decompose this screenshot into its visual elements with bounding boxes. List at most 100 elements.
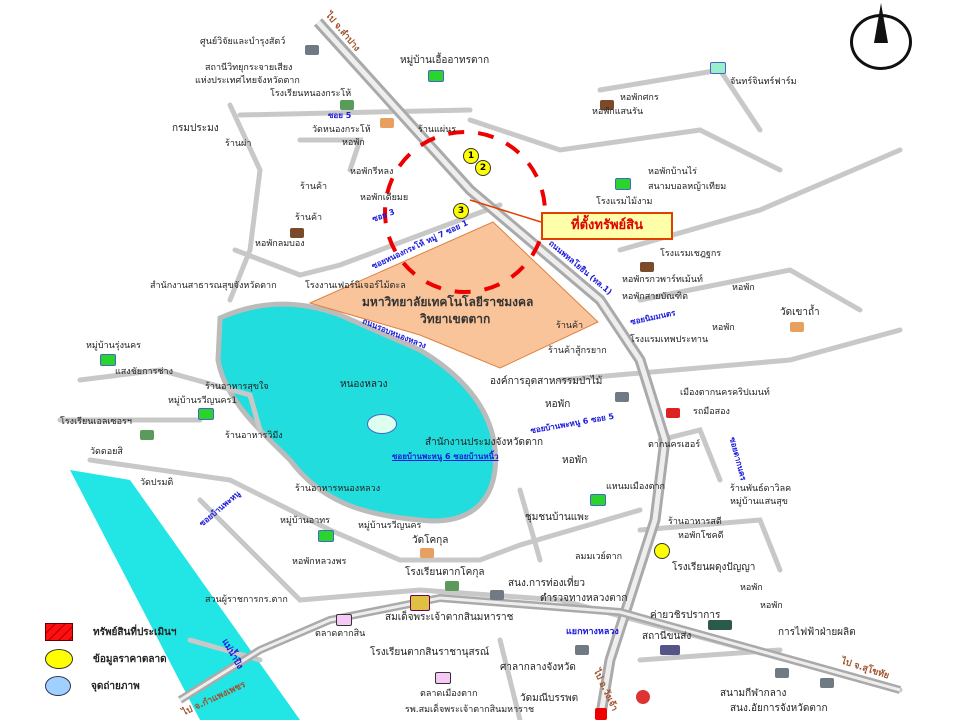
- tourism-office-icon: [490, 590, 504, 600]
- market-circle-icon: [45, 649, 73, 669]
- place-label: สำนักงานสาธารณสุขจังหวัดตาก: [150, 281, 277, 291]
- place-label: ร้านค้าสู้กรยาก: [548, 346, 607, 356]
- road-soi-paenoo2: ซอยบ้านพะหนู 6 ซอยบ้านหนิ้ว: [392, 452, 499, 461]
- place-label: โรงแรมเทพประทาน: [630, 335, 709, 345]
- place-label: หอพัก: [740, 583, 763, 593]
- market-point-2[interactable]: 2: [475, 160, 491, 176]
- place-label: จันทร์จินทร์ฟาร์ม: [730, 77, 797, 87]
- temple-icon: [790, 322, 804, 332]
- place-label: หอพัก: [712, 323, 735, 333]
- school-icon: [340, 100, 354, 110]
- market-icon: [435, 672, 451, 684]
- legend-market: ข้อมูลราคาตลาด: [45, 649, 167, 669]
- place-label: หอพัก: [760, 601, 783, 611]
- market-point-1[interactable]: 1: [463, 148, 479, 164]
- place-label: ร้านผ่า: [225, 139, 252, 149]
- place-label: โรงเรียนตากสินราชานุสรณ์: [370, 647, 490, 658]
- place-label: สวนผู้ราชการกร.ตาก: [205, 595, 288, 605]
- village-icon: [590, 494, 606, 506]
- legend-market-label: ข้อมูลราคาตลาด: [93, 653, 167, 665]
- place-label: โรงเรียนเอลเซอรฯ: [60, 417, 132, 427]
- place-label: หมู่บ้านเอื้ออาทรตาก: [400, 55, 490, 66]
- village-icon: [318, 530, 334, 542]
- pond-icon: [367, 414, 397, 434]
- place-label: ชุมชนบ้านแพะ: [525, 512, 590, 523]
- market-icon: [336, 614, 352, 626]
- place-label: วัดปรมติ: [140, 478, 174, 488]
- place-label: หอพักบ้านไร่: [648, 167, 697, 177]
- place-label: แสงชัยการช่าง: [115, 367, 173, 377]
- place-label: ค่ายวชิรปราการ: [650, 610, 721, 621]
- place-label: แหนมเมืองตาก: [606, 482, 665, 492]
- place-label: ร้านแผ่นร: [418, 125, 457, 135]
- place-label: หอพักเดียมย: [360, 193, 409, 203]
- hospital-icon: [595, 708, 607, 720]
- place-label: ร้านอาหารสุขใจ: [205, 382, 269, 392]
- place-label: ร้านค้า: [556, 321, 584, 331]
- legend-photo-label: จุดถ่ายภาพ: [91, 680, 140, 692]
- city-hall-icon: [575, 645, 589, 655]
- place-label: โรงเรียนหนองกระโห้: [270, 89, 352, 99]
- place-label: ศูนย์วิจัยและบำรุงสัตว์: [200, 37, 286, 47]
- lake: [215, 301, 499, 524]
- place-label: สนามบอลหญ้าเทียม: [648, 182, 727, 192]
- prosecutor-office-icon: [820, 678, 834, 688]
- road-soi5: ซอย 5: [328, 111, 352, 120]
- place-label: วัดเขาถ้ำ: [780, 307, 820, 318]
- place-label: ร้านอาหารหนองหลวง: [295, 484, 381, 494]
- place-label: ลมมเวย์ตาก: [575, 552, 623, 562]
- place-label: การไฟฟ้าฝ่ายผลิต: [778, 627, 856, 638]
- property-name-line2: วิทยาเขตตาก: [420, 312, 491, 326]
- place-label: โรงเรียนผดุงปัญญา: [672, 562, 756, 573]
- place-label: หอพักรกวพาร์ทเม้นท์: [622, 275, 703, 285]
- school-icon: [140, 430, 154, 440]
- place-label: หมู่บ้านรวีญนคร1: [168, 396, 238, 406]
- market-point-3[interactable]: 3: [453, 203, 469, 219]
- place-label: เมืองตากนครคริปเมนท์: [680, 388, 770, 398]
- north-arrow-icon: N: [850, 3, 912, 70]
- temple-icon: [420, 548, 434, 558]
- market-point-4[interactable]: [654, 543, 670, 559]
- village-icon: [198, 408, 214, 420]
- farm-icon: [710, 62, 726, 74]
- place-label: องค์การอุตสาหกรรมป่าไม้: [490, 376, 603, 387]
- place-label: หอพักรีหลง: [350, 167, 394, 177]
- place-label: รถมือสอง: [693, 407, 730, 417]
- place-label: กรมประมง: [172, 123, 219, 134]
- place-label: หอพักหลวงพร: [292, 557, 347, 567]
- place-label: ตำรวจทางหลวงตาก: [540, 593, 628, 604]
- legend-photo: จุดถ่ายภาพ: [45, 676, 140, 696]
- road-junction: แยกทางหลวง: [566, 627, 619, 637]
- main-cross-road: [177, 593, 902, 704]
- place-label: โรงงานเฟอร์นิเจอร์ไม้ตะล: [305, 281, 406, 291]
- gas-station-icon: [636, 690, 650, 704]
- tank-icon: [708, 620, 732, 630]
- bus-icon: [660, 645, 680, 655]
- property-parcel: [308, 221, 599, 369]
- dorm-icon: [600, 100, 614, 110]
- place-label: วัดหนองกระโห้: [312, 125, 371, 135]
- place-label: สนง.อัยการจังหวัดตาก: [730, 703, 828, 714]
- village-icon: [428, 70, 444, 82]
- dorm-icon: [290, 228, 304, 238]
- place-label: สนง.การท่องเที่ยว: [508, 578, 586, 589]
- football-field-icon: [615, 178, 631, 190]
- place-label: ตลาดตากสิน: [315, 629, 366, 639]
- place-label: หมู่บ้านอาทร: [280, 516, 331, 526]
- place-label: วัดดอยสิ: [90, 447, 123, 457]
- place-label: วัดมณีบรรพต: [520, 693, 579, 704]
- property-location-callout[interactable]: ที่ตั้งทรัพย์สิน: [541, 212, 673, 240]
- place-label: โรงแรมไม้งาม: [596, 197, 653, 207]
- photo-point-icon: [45, 676, 71, 696]
- place-label: หอพักแสนรัน: [592, 107, 644, 117]
- property-name-line1: มหาวิทยาลัยเทคโนโลยีราชมงคล: [362, 295, 534, 309]
- place-label: หอพัก: [732, 283, 755, 293]
- place-label: ร้านค้า: [295, 213, 323, 223]
- monument-icon: [410, 595, 430, 611]
- place-label: หอพัก: [342, 138, 365, 148]
- research-center-icon: [305, 45, 319, 55]
- place-label: หอพักศกร: [620, 93, 659, 103]
- place-label: โรงแรมเชฎฐกร: [660, 249, 722, 259]
- place-label: ตากนครเฮอร์: [648, 440, 701, 450]
